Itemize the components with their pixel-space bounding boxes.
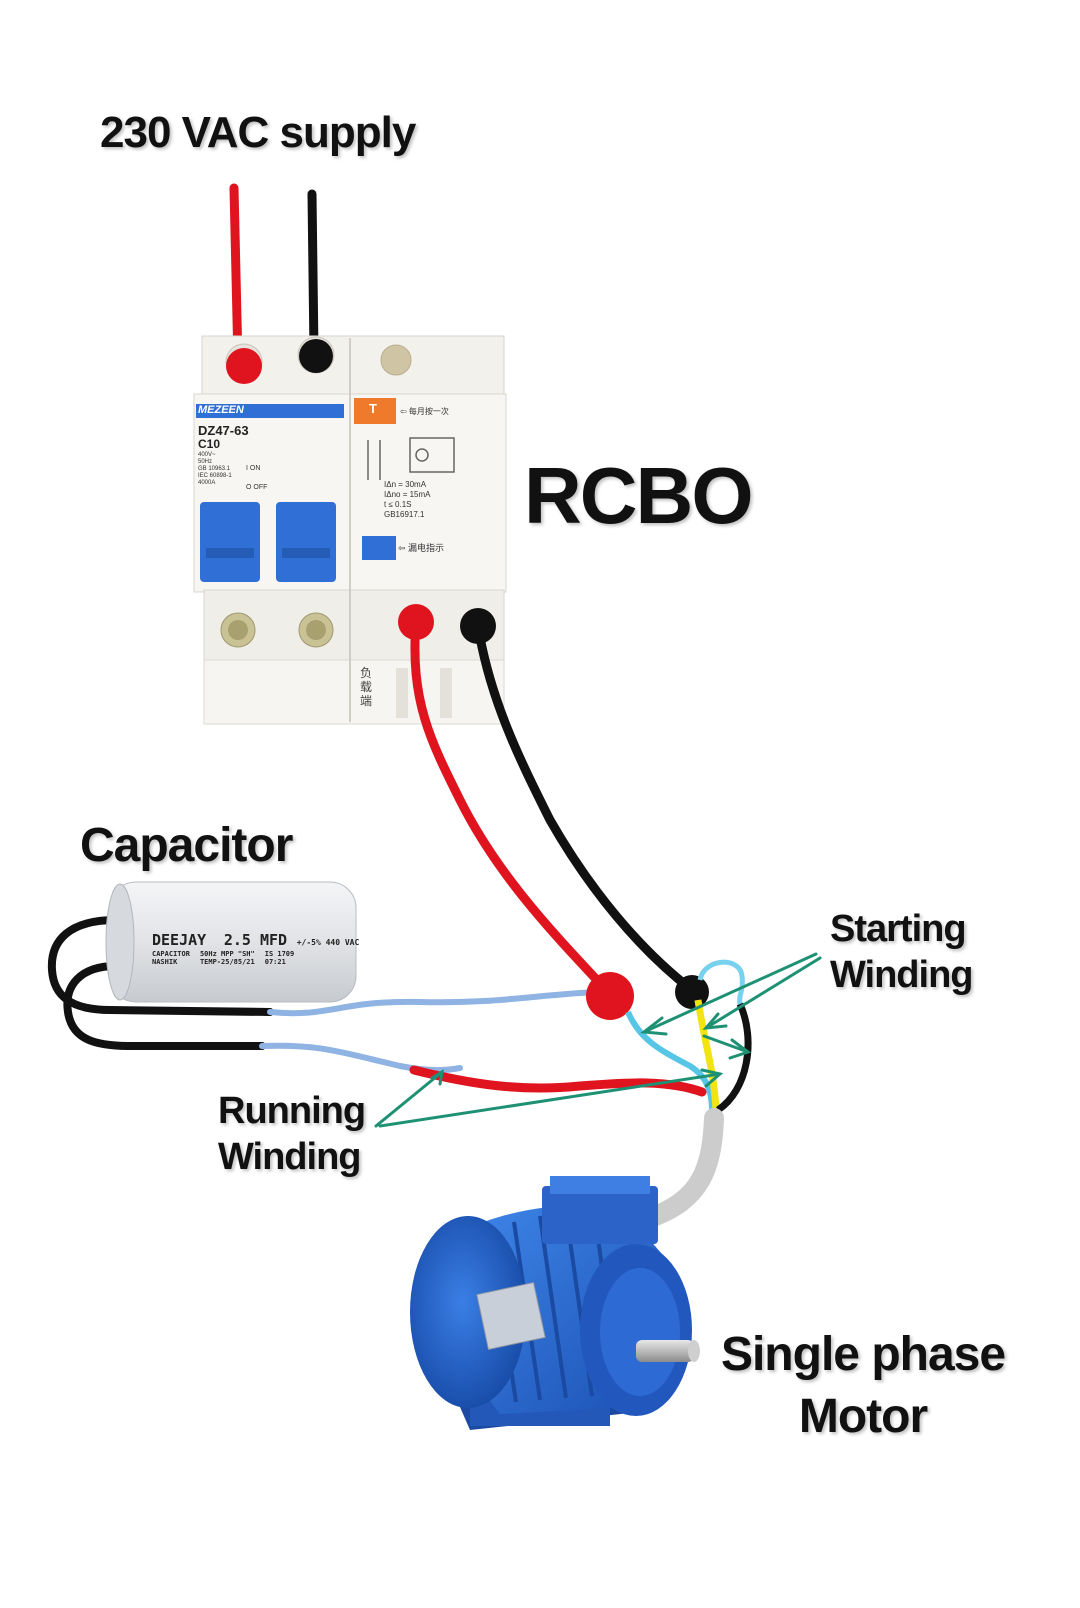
supply-neutral-wire	[307, 189, 319, 357]
live-junction	[586, 972, 634, 1020]
arrow-running-1	[374, 1070, 444, 1128]
test-note: ⇦ 每月按一次	[400, 407, 449, 416]
load-side-label: 负载端	[360, 666, 373, 708]
cyan-wire	[625, 1010, 715, 1111]
running-winding-red-wire	[409, 1065, 707, 1097]
rcbo-label: RCBO	[524, 451, 754, 540]
capacitor	[47, 881, 357, 1050]
breaker-handle-1	[200, 502, 260, 582]
breaker-off-label: O OFF	[246, 484, 268, 491]
capacitor-lead-2	[63, 962, 266, 1050]
yellow-wire	[694, 999, 720, 1111]
blue-wire-lower	[259, 1042, 463, 1073]
motor	[410, 1176, 700, 1430]
breaker-on-label: I ON	[246, 465, 261, 472]
rcbo-device	[193, 335, 507, 725]
arrow-starting-1	[642, 952, 818, 1034]
test-button-label: T	[369, 401, 377, 416]
arrow-starting-2	[704, 956, 822, 1030]
breaker-rating: C10	[198, 437, 221, 451]
live-wire-to-motor	[410, 617, 615, 999]
capacitor-blue-wires	[259, 989, 603, 1073]
black-lead-wire	[715, 1002, 752, 1113]
blue-wire-upper	[267, 989, 603, 1017]
capacitor-tolerance: +/-5% 440 VAC	[296, 938, 360, 947]
rcbo-output-wires	[410, 617, 697, 999]
cyan-loop-wire	[697, 959, 745, 1005]
arrow-running-2	[378, 1072, 722, 1128]
leak-indicator-label: ⇦ 漏电指示	[398, 543, 445, 553]
motor-lead-wires	[625, 959, 752, 1228]
arrow-starting-3	[702, 1034, 750, 1054]
capacitor-label: Capacitor	[80, 819, 293, 872]
breaker-model: DZ47-63	[198, 423, 249, 438]
breaker-handle-2	[276, 502, 336, 582]
supply-live-wire	[229, 183, 243, 367]
motor-cable	[640, 1108, 724, 1228]
breaker-brand: MEZEEN	[198, 404, 244, 416]
annotation-arrows	[374, 952, 822, 1128]
junction-points	[586, 972, 709, 1020]
capacitor-lead-1	[47, 916, 274, 1016]
capacitor-value: 2.5 MFD	[223, 931, 288, 949]
supply-label: 230 VAC supply	[100, 108, 416, 157]
neutral-wire-to-motor	[473, 621, 697, 995]
supply-wires	[229, 183, 319, 367]
capacitor-brand: DEEJAY	[152, 931, 207, 949]
